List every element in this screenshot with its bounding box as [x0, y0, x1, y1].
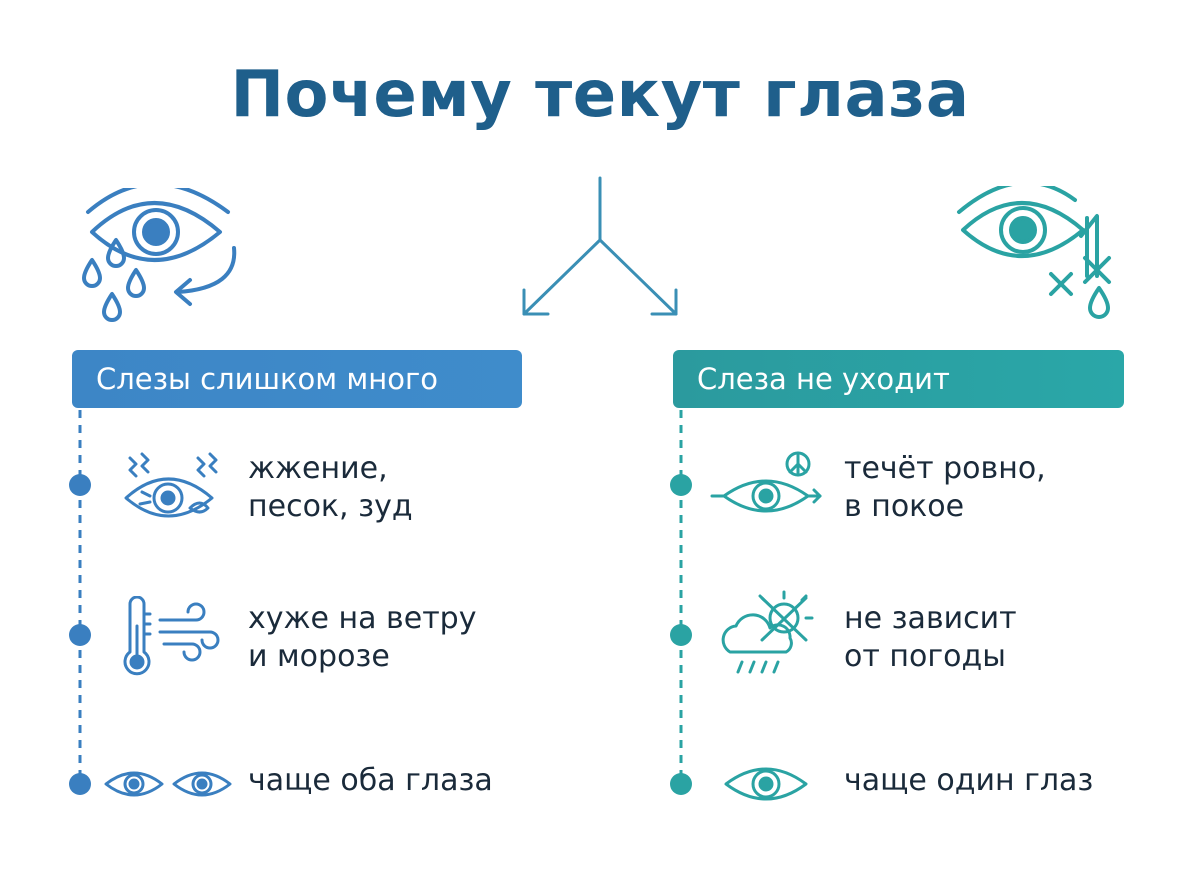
left-bullet-2	[69, 624, 91, 646]
right-item-1-line-1: течёт ровно,	[844, 451, 1046, 486]
left-item-2-line-2: и морозе	[248, 639, 390, 674]
left-item-1-line-2: песок, зуд	[248, 489, 413, 524]
right-item-1-line-2: в покое	[844, 489, 965, 524]
left-bullet-3	[69, 773, 91, 795]
right-item-3-line-1: чаще один глаз	[844, 763, 1094, 798]
right-bullet-3	[670, 773, 692, 795]
left-item-1-line-1: жжение,	[248, 451, 388, 486]
weather-crossed-icon	[721, 590, 814, 674]
left-bullet-1	[69, 474, 91, 496]
irritated-eye-icon	[124, 452, 218, 518]
page-title: Почему текут глаза	[230, 58, 970, 132]
right-bullet-2	[670, 624, 692, 646]
blocked-duct-eye-icon	[957, 186, 1111, 319]
right-column-header: Слеза не уходит	[673, 350, 1124, 408]
left-item-3-line-1: чаще оба глаза	[248, 763, 493, 798]
right-item-2-line-2: от погоды	[844, 639, 1006, 674]
two-eyes-icon	[104, 771, 232, 797]
right-item-2-line-1: не зависит	[844, 601, 1017, 636]
cold-wind-icon	[123, 596, 220, 676]
tearing-eye-icon	[82, 188, 237, 322]
left-column-header: Слезы слишком много	[72, 350, 522, 408]
calm-eye-icon	[710, 451, 822, 513]
left-item-2-line-1: хуже на ветру	[248, 601, 477, 636]
right-bullet-1	[670, 474, 692, 496]
single-eye-icon	[724, 767, 808, 801]
